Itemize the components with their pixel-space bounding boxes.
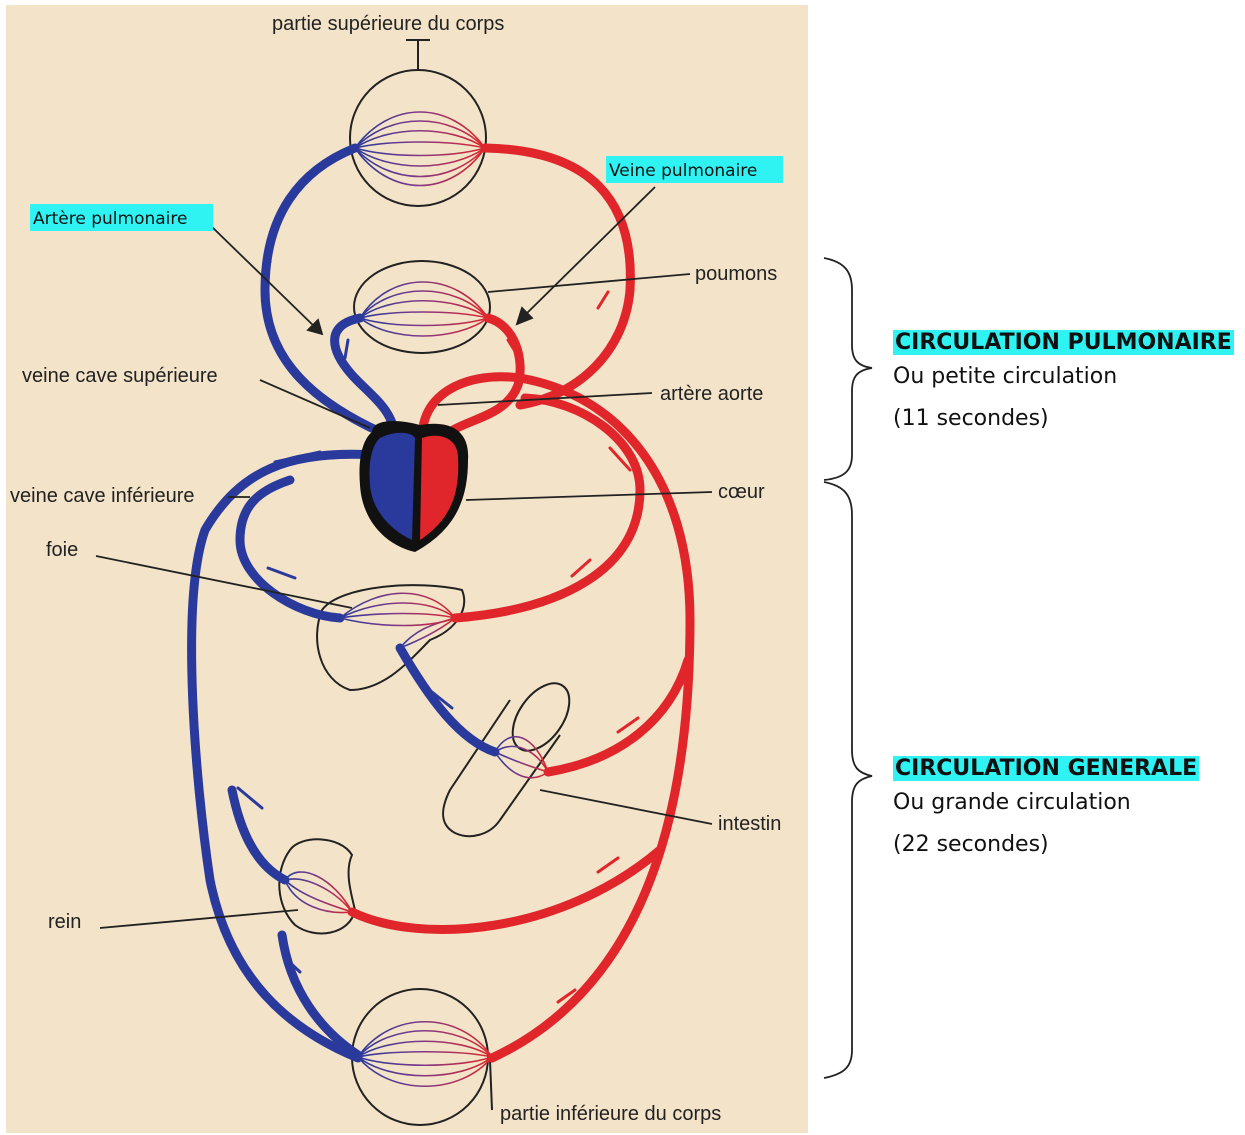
general-circulation-subtitle: Ou grande circulation: [893, 790, 1199, 816]
pulmonary-circulation-title: CIRCULATION PULMONAIRE: [893, 330, 1234, 355]
label-intestine: intestin: [718, 813, 781, 835]
bracket-pulmonary: [824, 258, 872, 480]
label-pulmonary-vein: Veine pulmonaire: [609, 161, 757, 181]
label-kidney: rein: [48, 911, 81, 933]
label-inf-vena-cava: veine cave inférieure: [10, 485, 195, 507]
label-upper-body: partie supérieure du corps: [272, 13, 504, 35]
label-lungs: poumons: [695, 263, 777, 285]
label-aorta: artère aorte: [660, 383, 763, 405]
pulmonary-circulation-duration: (11 secondes): [893, 406, 1234, 432]
bracket-general: [824, 482, 872, 1078]
general-circulation-duration: (22 secondes): [893, 832, 1199, 858]
label-lower-body: partie inférieure du corps: [500, 1103, 721, 1125]
brackets: [824, 258, 872, 1078]
label-sup-vena-cava: veine cave supérieure: [22, 365, 218, 387]
pulmonary-circulation-subtitle: Ou petite circulation: [893, 364, 1234, 390]
general-circulation-block: CIRCULATION GENERALE Ou grande circulati…: [893, 756, 1199, 858]
pulmonary-circulation-block: CIRCULATION PULMONAIRE Ou petite circula…: [893, 330, 1234, 432]
general-circulation-title: CIRCULATION GENERALE: [893, 756, 1199, 781]
label-pulmonary-artery: Artère pulmonaire: [33, 209, 187, 229]
label-heart: cœur: [718, 481, 765, 503]
label-liver: foie: [46, 539, 78, 561]
